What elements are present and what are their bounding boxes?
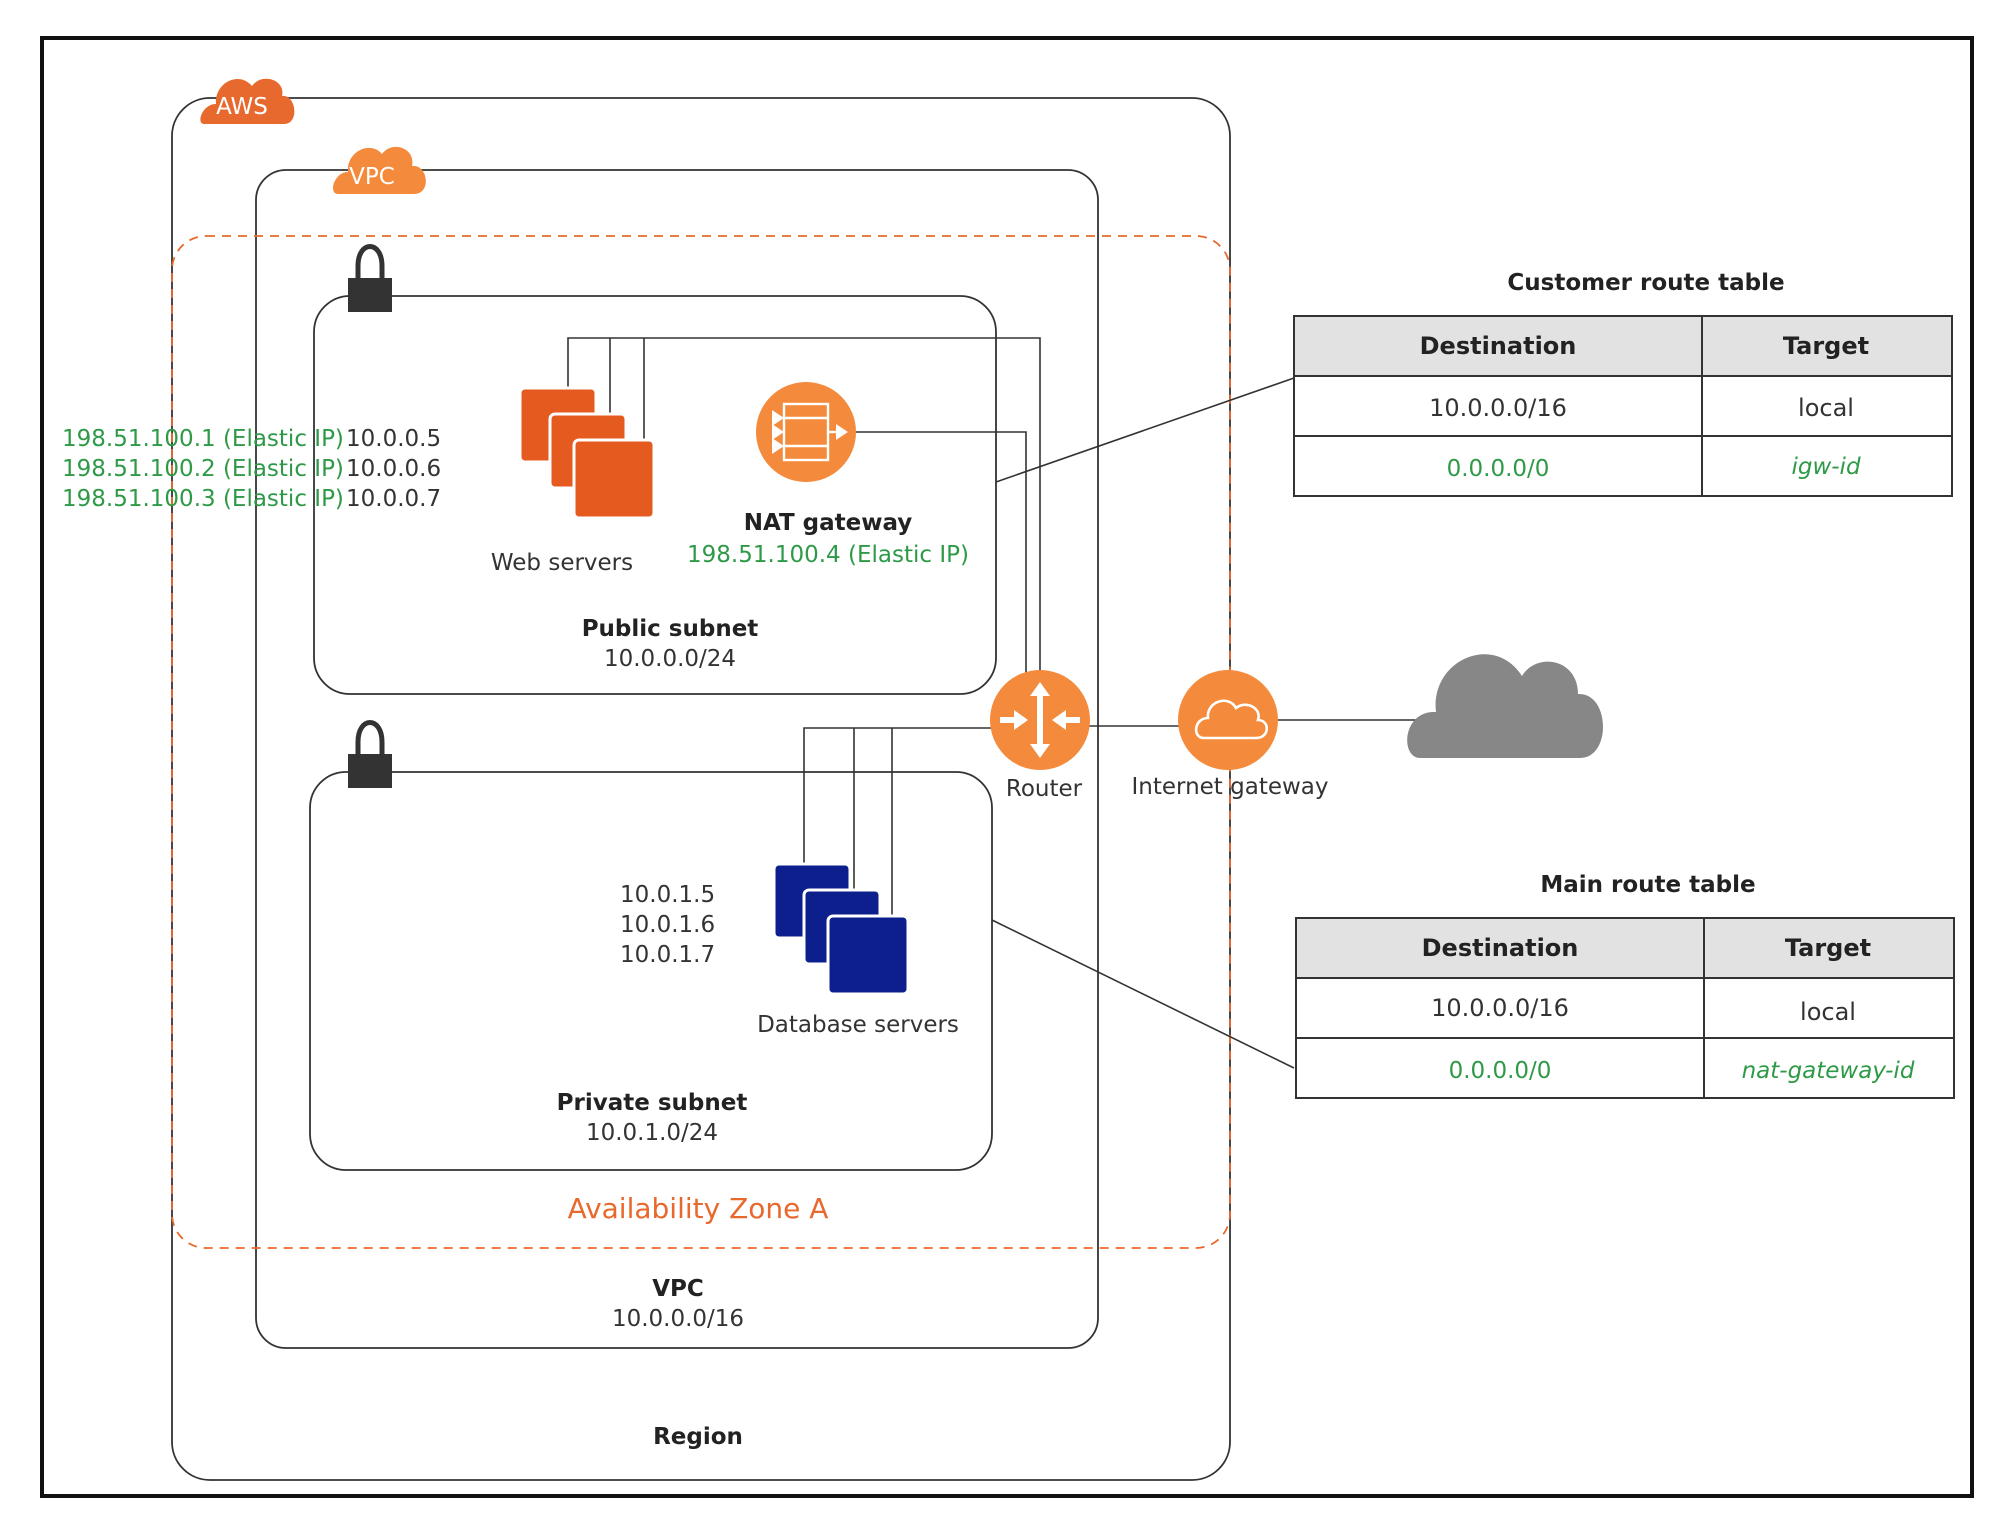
table-cell: 0.0.0.0/0 xyxy=(1447,456,1550,482)
database-server-connections xyxy=(803,727,1000,918)
private-subnet-name: Private subnet xyxy=(557,1090,748,1116)
table-cell: local xyxy=(1800,998,1856,1026)
aws-badge-label: AWS xyxy=(216,94,268,120)
table-cell: 0.0.0.0/0 xyxy=(1449,1058,1552,1084)
customer-route-table-title: Customer route table xyxy=(1507,270,1784,296)
vpc-badge-label: VPC xyxy=(349,164,395,190)
router-label: Router xyxy=(1006,776,1083,802)
public-subnet-route-link xyxy=(995,377,1295,483)
column-header-target: Target xyxy=(1783,332,1869,360)
internet-cloud-icon xyxy=(1407,654,1604,758)
private-subnet-route-link xyxy=(991,919,1295,1069)
list-item: 10.0.0.7 xyxy=(346,486,441,512)
nat-gateway-connection xyxy=(848,431,1027,674)
nat-gateway-icon xyxy=(756,382,856,482)
list-item: 198.51.100.3 (Elastic IP) xyxy=(62,486,344,512)
internet-gateway-label: Internet gateway xyxy=(1131,774,1328,800)
table-header-row xyxy=(1295,917,1955,979)
availability-zone-boundary xyxy=(171,235,1231,1249)
column-header-destination: Destination xyxy=(1422,934,1579,962)
column-header-destination: Destination xyxy=(1420,332,1577,360)
main-route-table: Destination Target 10.0.0.0/16 local 0.0… xyxy=(1295,917,1955,1099)
vpc-name-label: VPC xyxy=(652,1276,704,1302)
table-header-row xyxy=(1293,315,1953,377)
availability-zone-label: Availability Zone A xyxy=(568,1192,829,1225)
public-subnet-name: Public subnet xyxy=(582,616,759,642)
table-cell: local xyxy=(1798,394,1854,422)
web-servers-label: Web servers xyxy=(491,550,633,576)
list-item: 10.0.1.6 xyxy=(620,912,715,938)
nat-gateway-label: NAT gateway xyxy=(744,510,913,536)
public-subnet-container xyxy=(313,295,997,695)
web-server-ip-list: 198.51.100.1 (Elastic IP) 10.0.0.5 198.5… xyxy=(62,426,441,512)
web-servers-icon xyxy=(518,386,656,520)
table-cell: 10.0.0.0/16 xyxy=(1431,994,1569,1022)
router-icon xyxy=(990,670,1090,770)
public-subnet-cidr: 10.0.0.0/24 xyxy=(604,646,736,672)
list-item: 10.0.0.5 xyxy=(346,426,441,452)
database-servers-icon xyxy=(772,862,910,996)
private-subnet-container xyxy=(309,771,993,1171)
vpc-container xyxy=(255,169,1099,1349)
internet-gateway-icon xyxy=(1178,670,1278,770)
list-item: 10.0.0.6 xyxy=(346,456,441,482)
database-servers-label: Database servers xyxy=(757,1012,959,1038)
nat-gateway-elastic-ip: 198.51.100.4 (Elastic IP) xyxy=(687,542,969,568)
table-cell: nat-gateway-id xyxy=(1742,1058,1915,1084)
main-route-table-title: Main route table xyxy=(1540,872,1755,898)
vpc-cidr-label: 10.0.0.0/16 xyxy=(612,1306,744,1332)
web-server-connections xyxy=(567,337,1041,674)
database-server-ip-list: 10.0.1.5 10.0.1.6 10.0.1.7 xyxy=(620,882,715,968)
list-item: 10.0.1.7 xyxy=(620,942,715,968)
diagram-frame xyxy=(40,36,1974,1498)
lock-icon xyxy=(348,720,392,788)
customer-route-table: Destination Target 10.0.0.0/16 local 0.0… xyxy=(1293,315,1953,497)
table-cell: igw-id xyxy=(1791,454,1860,480)
list-item: 10.0.1.5 xyxy=(620,882,715,908)
region-label: Region xyxy=(653,1424,743,1450)
column-header-target: Target xyxy=(1785,934,1871,962)
lock-icon xyxy=(348,244,392,312)
aws-cloud-icon xyxy=(200,78,295,124)
table-cell: 10.0.0.0/16 xyxy=(1429,394,1567,422)
list-item: 198.51.100.2 (Elastic IP) xyxy=(62,456,344,482)
vpc-cloud-icon xyxy=(333,146,426,194)
private-subnet-cidr: 10.0.1.0/24 xyxy=(586,1120,718,1146)
list-item: 198.51.100.1 (Elastic IP) xyxy=(62,426,344,452)
